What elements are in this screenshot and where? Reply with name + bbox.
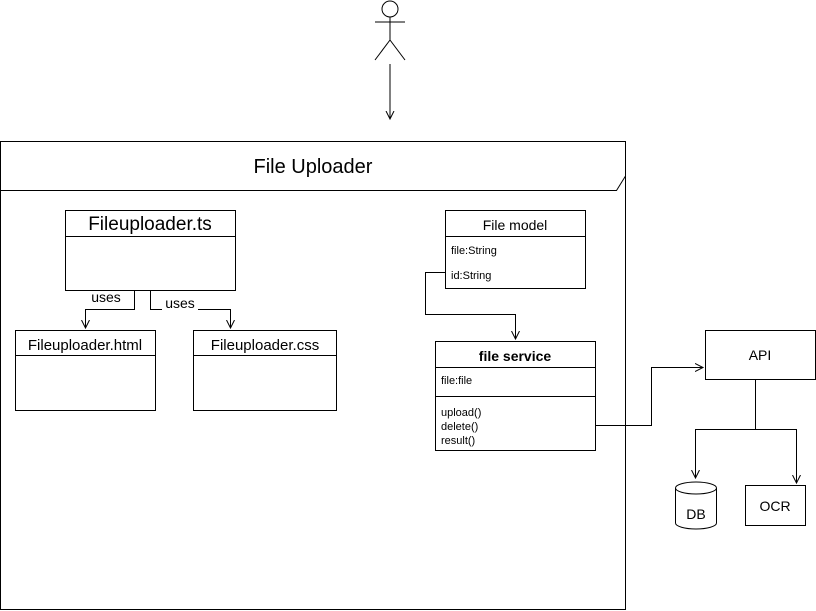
api-to-db-edge — [696, 429, 756, 479]
class-fileuploader-ts: Fileuploader.ts — [65, 210, 236, 291]
class-method: delete() — [441, 421, 478, 433]
api-to-ocr-edge — [755, 429, 797, 484]
api-node: API — [705, 330, 816, 380]
class-attribute: file:file — [441, 375, 472, 387]
class-fileuploader-css: Fileuploader.css — [193, 330, 337, 411]
ocr-node: OCR — [745, 485, 806, 526]
actor-figure — [374, 0, 406, 61]
class-method: result() — [441, 435, 475, 447]
uses-edge-css: uses — [150, 290, 231, 329]
class-file-service: file service file:file upload() delete()… — [435, 341, 596, 451]
frame-title: File Uploader — [254, 156, 373, 178]
class-attribute: id:String — [451, 270, 491, 282]
class-name: Fileuploader.css — [211, 337, 319, 354]
class-name: File model — [483, 217, 548, 233]
class-file-model: File model file:String id:String — [445, 210, 586, 289]
edge-label: uses — [91, 289, 121, 305]
ocr-label: OCR — [759, 498, 790, 514]
class-name: Fileuploader.ts — [88, 214, 212, 235]
db-label: DB — [686, 506, 705, 522]
class-fileuploader-html: Fileuploader.html — [15, 330, 156, 411]
class-method: upload() — [441, 407, 481, 419]
model-to-service-edge — [425, 272, 516, 340]
db-cylinder: DB — [675, 481, 717, 530]
api-label: API — [749, 347, 772, 363]
class-attribute: file:String — [451, 245, 497, 257]
class-name: file service — [479, 348, 552, 364]
uses-edge-html: uses — [86, 289, 135, 328]
edge-label: uses — [165, 295, 195, 311]
service-to-api-edge — [595, 368, 704, 426]
class-name: Fileuploader.html — [28, 337, 142, 354]
